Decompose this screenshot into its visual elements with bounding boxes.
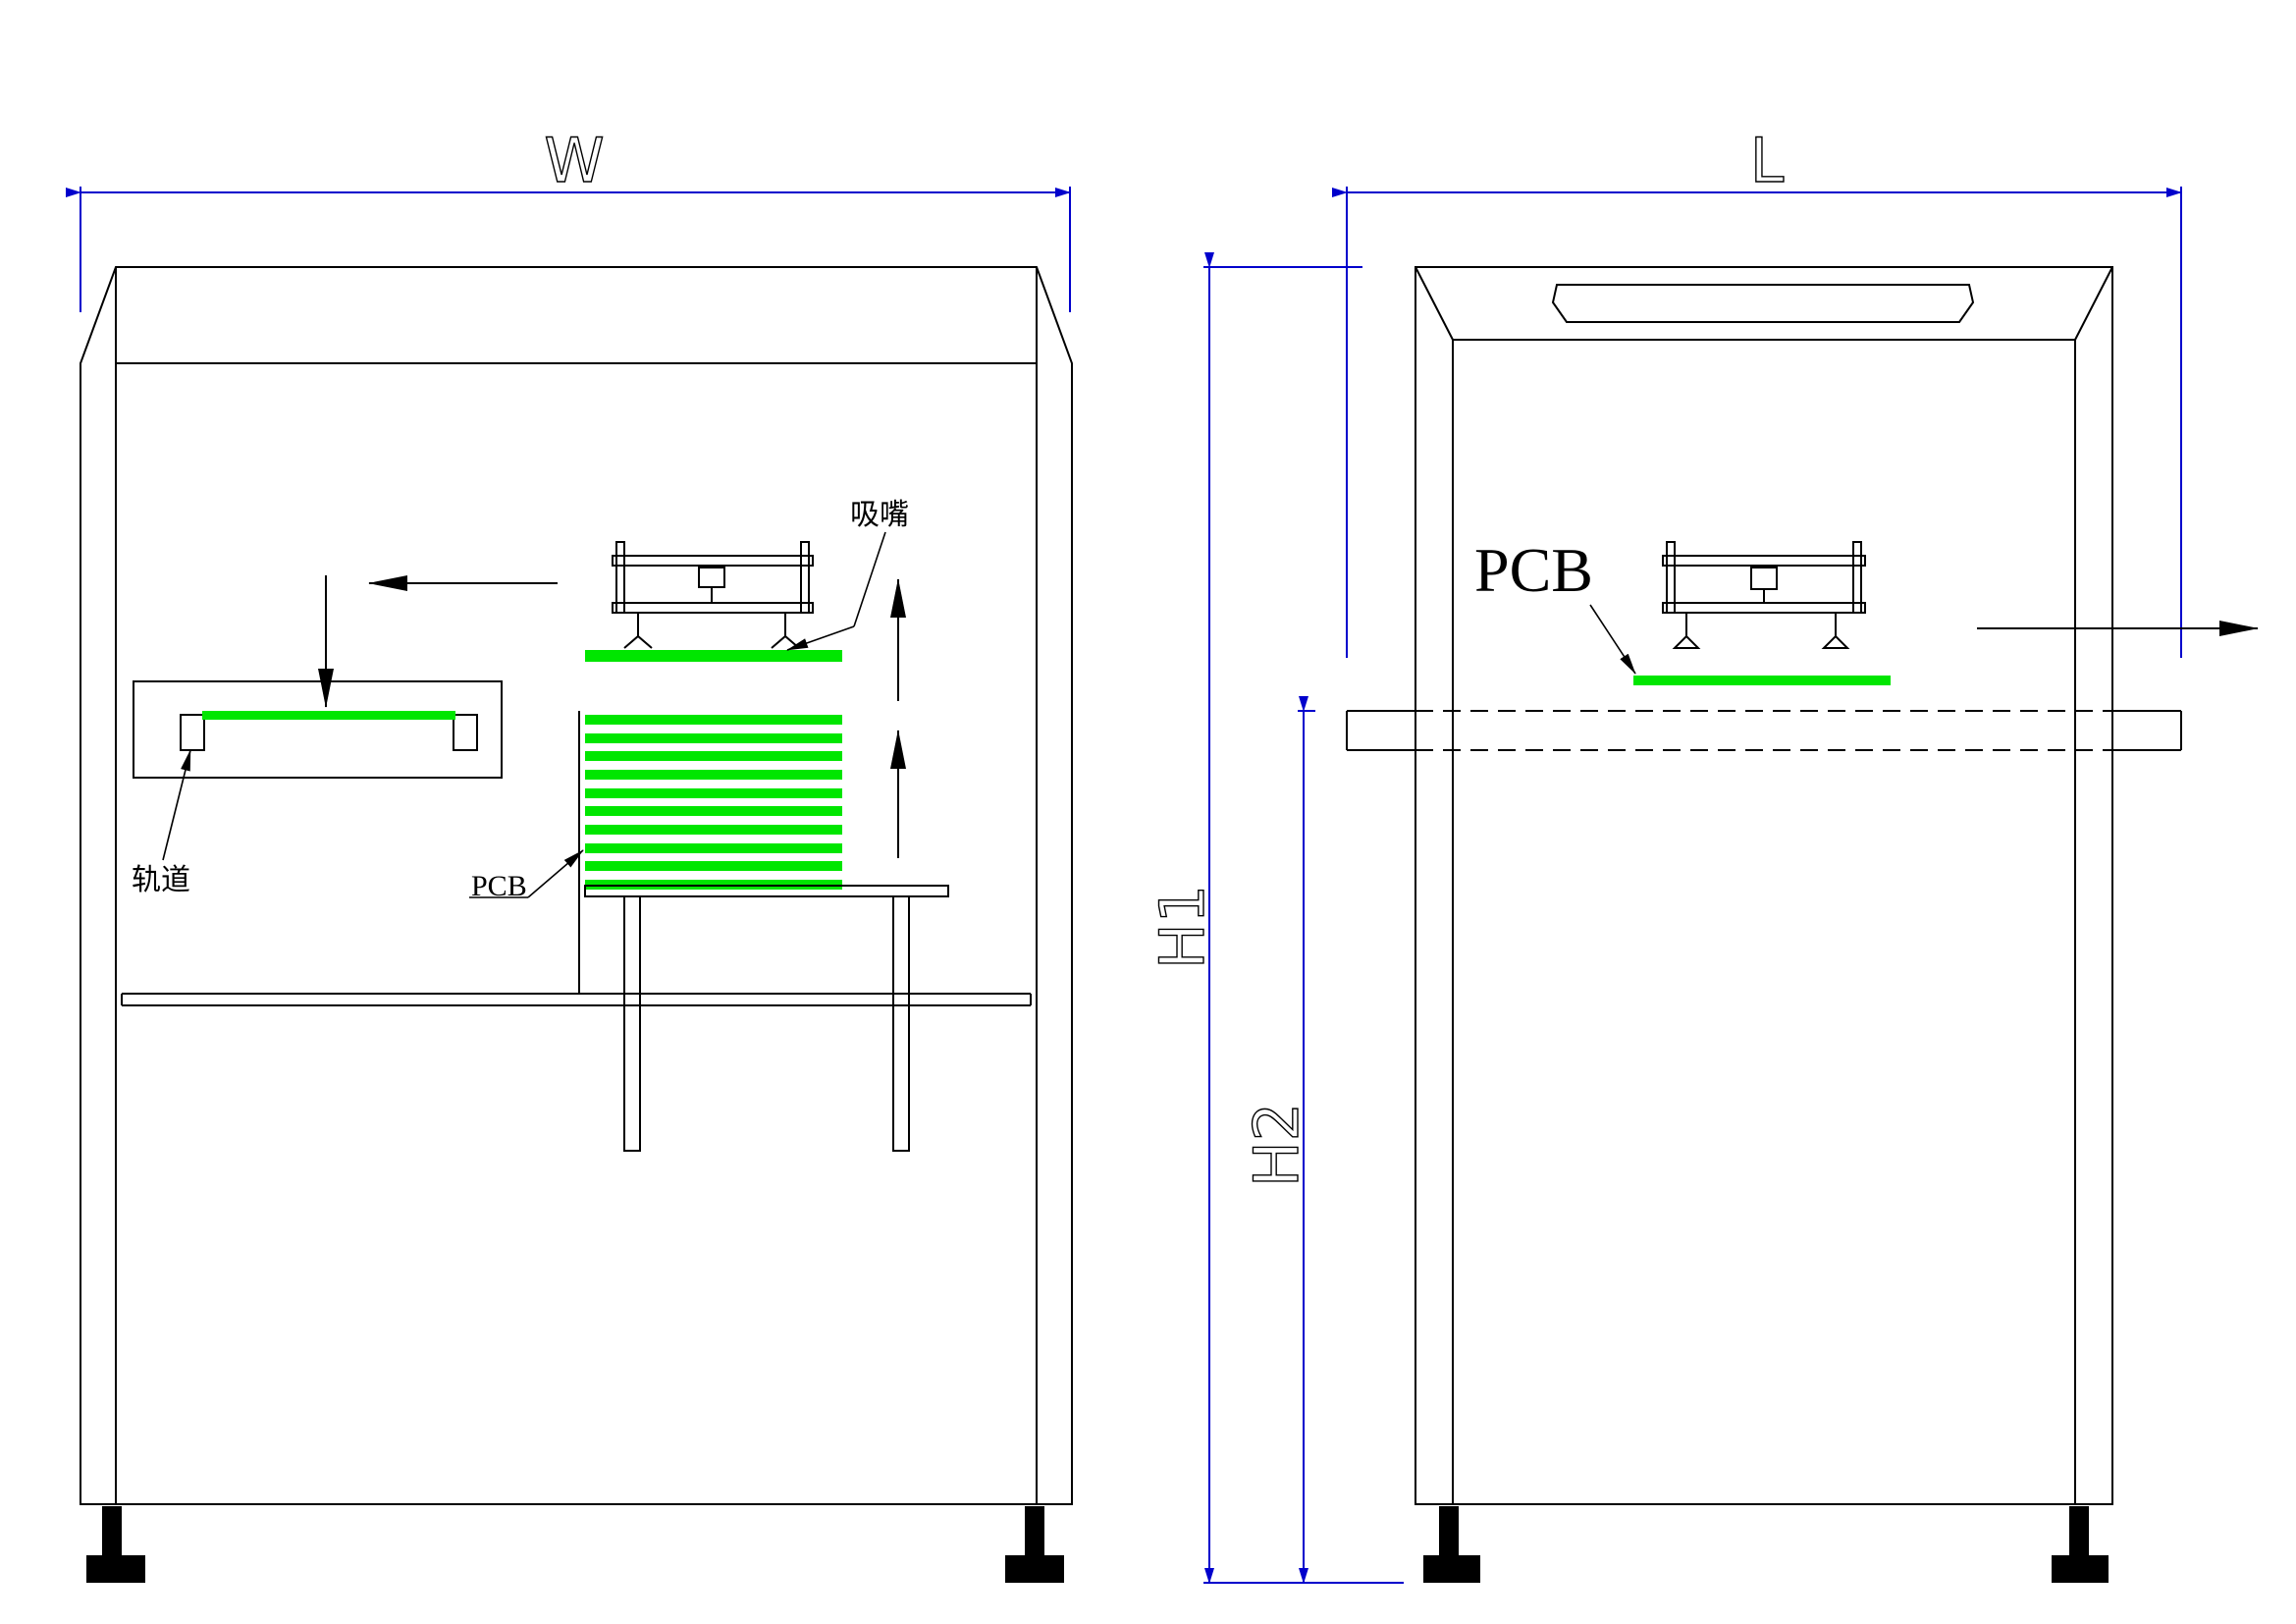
pcb-label-side: PCB <box>1474 535 1593 605</box>
front-cabinet <box>80 266 1073 1505</box>
length-dimension: L <box>1332 124 2182 658</box>
pcb-callout-front: PCB <box>469 849 584 902</box>
h1-dimension: H1 <box>1146 252 1404 1584</box>
stacked-pcb-board <box>585 861 842 871</box>
picked-pcb-side <box>1633 676 1891 685</box>
rail-label: 轨道 <box>132 863 190 897</box>
width-label: W <box>544 125 604 196</box>
rail-callout: 轨道 <box>132 749 191 897</box>
side-rail <box>1346 710 2182 751</box>
stacked-pcb-board <box>585 751 842 761</box>
stacked-pcb-board <box>585 843 842 853</box>
pickup-head-front <box>585 541 842 662</box>
nozzle-label: 吸嘴 <box>850 498 909 532</box>
pcb-callout-side: PCB <box>1474 535 1636 675</box>
length-label: L <box>1750 125 1785 196</box>
stacked-pcb-board <box>585 733 842 743</box>
pcb-stack <box>585 715 842 890</box>
nozzle-callout: 吸嘴 <box>786 498 909 651</box>
h2-dimension: H2 <box>1240 696 1315 1584</box>
pickup-head-side <box>1633 541 1891 685</box>
stacked-pcb-board <box>585 788 842 798</box>
front-foot-right <box>1005 1506 1064 1583</box>
side-foot-right <box>2052 1506 2109 1583</box>
stacked-pcb-board <box>585 715 842 725</box>
side-foot-left <box>1423 1506 1480 1583</box>
stacked-pcb-board <box>585 770 842 780</box>
h1-label: H1 <box>1147 885 1218 969</box>
stacked-pcb-board <box>585 806 842 816</box>
front-view: W <box>66 124 1073 1583</box>
width-dimension: W <box>66 124 1071 312</box>
h2-label: H2 <box>1241 1103 1312 1187</box>
side-view: L H1 H2 <box>1146 124 2259 1584</box>
side-cabinet <box>1415 266 2113 1505</box>
rail-assembly <box>133 680 503 779</box>
front-foot-left <box>86 1506 145 1583</box>
rail-pcb <box>202 711 455 720</box>
stacked-pcb-board <box>585 825 842 835</box>
picked-pcb-front <box>585 650 842 662</box>
